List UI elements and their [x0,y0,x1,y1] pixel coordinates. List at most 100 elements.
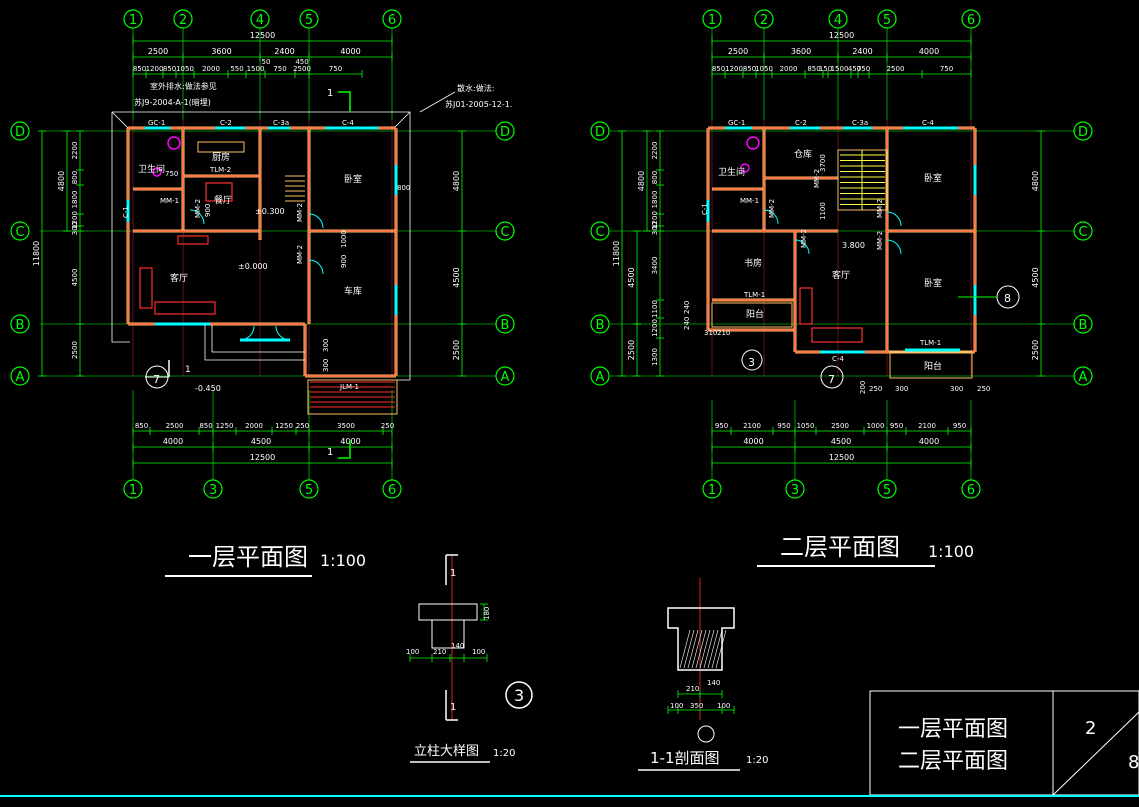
dim-left-text: 2200 [651,142,659,160]
room-label-study: 书房 [744,257,762,269]
dim-right-text: 4800 [452,171,461,191]
dim-bot-1-text: 1050 [797,422,815,430]
dim-top-2-text: 450 [848,65,861,73]
window-label: GC-1 [728,119,745,127]
dim-top-2-text: 2500 [887,65,905,73]
sofa [811,327,863,343]
section-dimension: 100 [670,702,683,710]
door-label: MM-1 [160,197,179,205]
axis-bubble-bottom-label: 5 [305,483,313,498]
dim-top-2-text: 2500 [293,65,311,73]
axis-bubble-bottom-label: 3 [209,483,217,498]
room-label-balcony: 阳台 [924,360,942,372]
dim-top-2-text: 750 [940,65,953,73]
title-block-line-1: 一层平面图 [898,717,1008,742]
door-label: JLM-1 [339,383,359,391]
room-label-bedroom: 卧室 [344,173,362,185]
dim-bot-2-text: 4500 [831,437,851,446]
axis-bubble-right-label: A [501,370,510,385]
axis-bubble-top-label: 5 [883,13,891,28]
axis-bubble-right-circle [1073,221,1093,241]
axis-bubble-right-circle [1073,121,1093,141]
axis-bubble-right-label: C [500,225,509,240]
section-hatch [683,629,695,669]
dim-left-total-4-text: 2500 [627,340,636,360]
door-label: TLM-1 [743,291,765,299]
window-label: C-3a [273,119,289,127]
axis-bubble-right-label: D [500,125,510,140]
section-mark-top: 1 [327,88,333,99]
detail-ref-number: 1 [185,365,191,375]
column-detail-title: 立柱大样图 [414,744,479,759]
section-dimension: 210 [686,685,699,693]
door-label: MM-2 [876,231,884,250]
window-label: C-2 [795,119,807,127]
section-dimension: 350 [690,702,703,710]
dim-top-1-text: 3600 [791,47,811,56]
second-floor-walls [706,126,1020,567]
section-hatch [699,629,711,669]
dim-top-2-text: 750 [857,65,870,73]
dim-bot-1-text: 950 [890,422,903,430]
section-hatch [695,629,707,669]
dim-top-2-text: 1050 [755,65,773,73]
axis-bubble-right-label: D [1078,125,1088,140]
dining-table [205,182,233,202]
door-swing [886,211,902,227]
dim-top-2-text: 150 [819,65,832,73]
inner-dimension: 250 [869,385,882,393]
dim-left-text: 4500 [71,269,79,287]
axis-bubble-left-label: B [16,318,25,333]
dim-bot-total-text: 12500 [250,453,275,462]
section-hatch [691,629,703,669]
door-label: TLM-1 [919,339,941,347]
window-label: C-4 [832,355,844,363]
inner-dimension: 300 [322,359,330,372]
dim-top-2-text: 2000 [780,65,798,73]
axis-bubble-top-label: 5 [305,13,313,28]
axis-bubble-top-circle [382,9,402,29]
room-label-bedroom: 卧室 [924,172,942,184]
door-label: MM-2 [813,169,821,188]
dim-bot-1-text: 2100 [918,422,936,430]
porch-outline [211,324,305,353]
toilet-fixture [746,136,760,150]
level-mark: ±0.000 [238,262,268,271]
axis-bubble-left-circle [10,314,30,334]
dim-bot-1-text: 950 [777,422,790,430]
section-dimension: 100 [717,702,730,710]
sheet-total: 8 [1128,752,1139,773]
axis-bubble-right-circle [1073,314,1093,334]
section-detail-scale: 1:20 [746,755,768,766]
axis-bubble-right-circle [495,314,515,334]
dim-left-text: 1100 [651,300,659,318]
drainage-note: 室外排水:做法参见 [150,81,217,91]
window-label: GC-1 [148,119,165,127]
dim-top-small: 450 [295,58,308,66]
detail-ref-circle-number: 8 [1004,292,1011,305]
dim-left-text: 2500 [71,341,79,359]
dim-bot-1-text: 1000 [867,422,885,430]
axis-bubble-left-label: C [15,225,24,240]
dim-bot-1-text: 1250 [275,422,293,430]
dim-top-2-text: 1500 [247,65,265,73]
room-label-bathroom: 卫生间 [718,166,745,178]
title-block-line-2: 二层平面图 [898,749,1008,774]
first-floor-walls [111,91,456,577]
dim-bot-2-text: 4000 [919,437,939,446]
axis-bubble-right-circle [495,221,515,241]
door-swing [189,209,205,225]
room-label-kitchen: 厨房 [212,151,230,163]
dim-top-2-text: 1200 [146,65,164,73]
dim-top-2-text: 850 [743,65,756,73]
inner-dimension: 240 [683,301,691,314]
level-mark: ±0.300 [255,207,285,216]
axis-bubble-top-circle [702,9,722,29]
tv-cabinet [177,235,209,245]
